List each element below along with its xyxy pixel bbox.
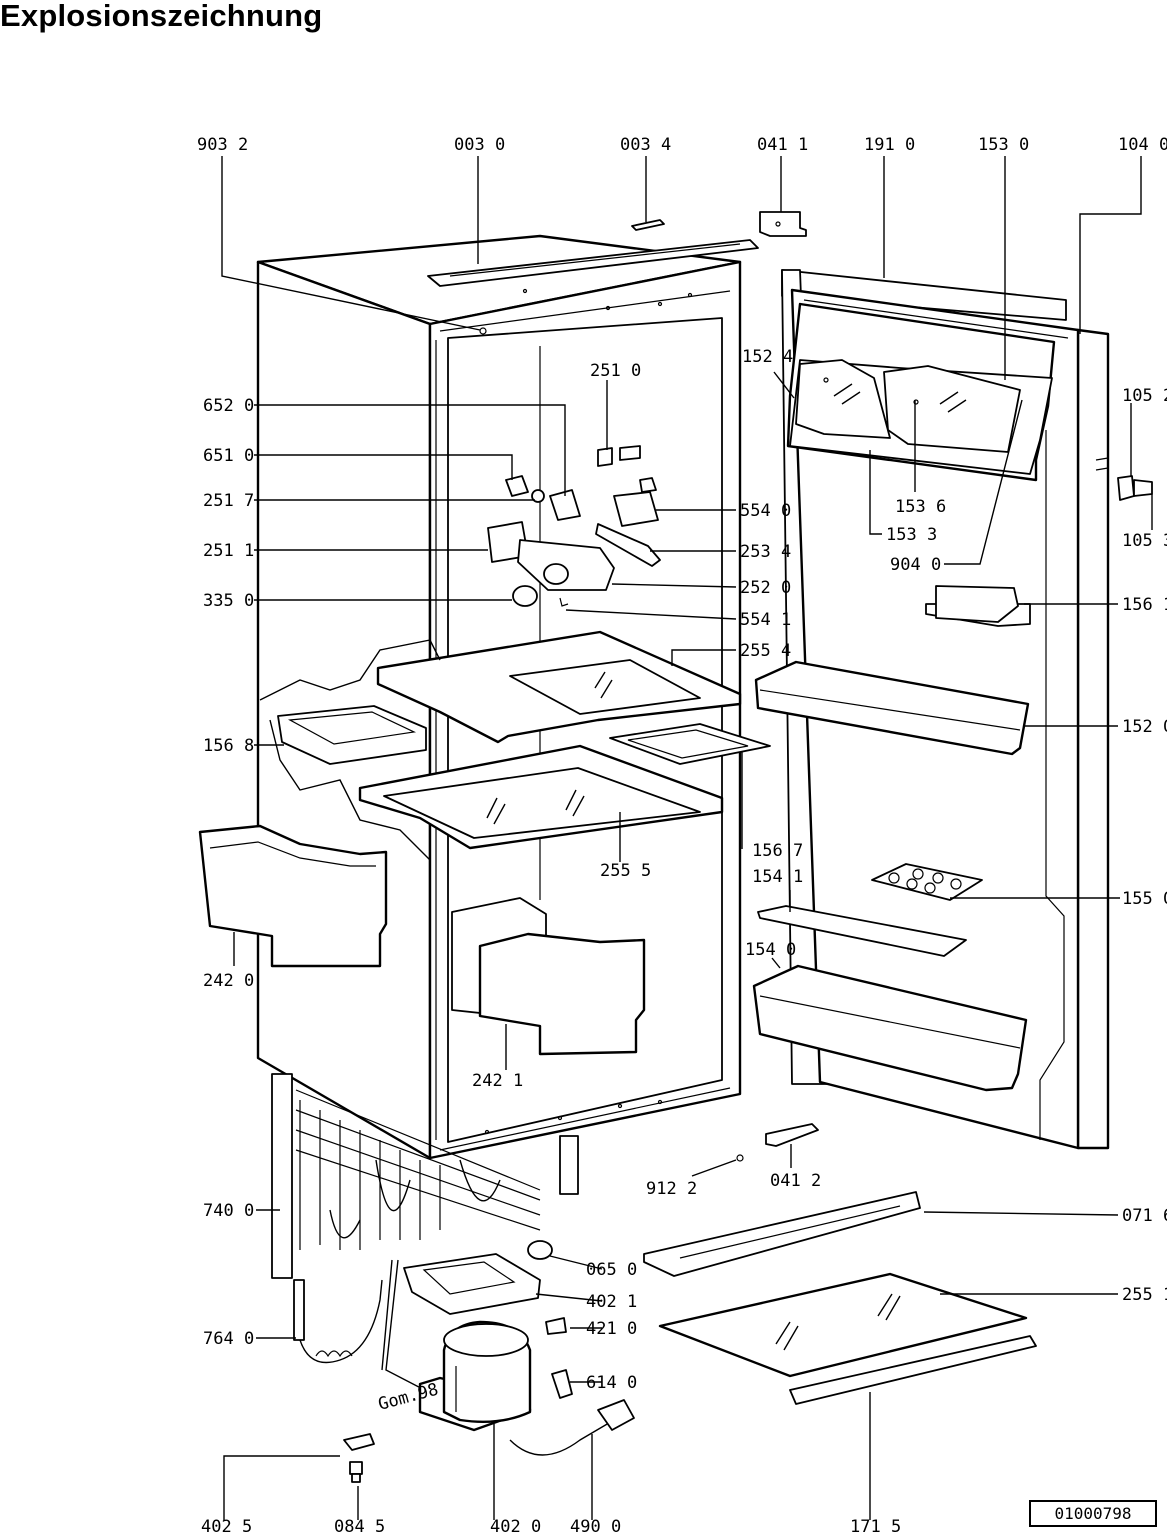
part-label: 154 0 bbox=[745, 940, 796, 960]
compressor-bracket bbox=[403, 1253, 541, 1315]
part-label: 105 3 bbox=[1122, 531, 1167, 551]
part-label: 041 2 bbox=[770, 1171, 821, 1191]
dairy-compartment bbox=[786, 302, 1056, 482]
part-label: 251 0 bbox=[590, 361, 641, 381]
part-label: 153 0 bbox=[978, 135, 1029, 155]
part-label: 065 0 bbox=[586, 1260, 637, 1280]
screw-part bbox=[479, 327, 487, 335]
door-bin-upper bbox=[754, 660, 1030, 756]
part-label: 252 0 bbox=[740, 578, 791, 598]
part-label: 903 2 bbox=[197, 135, 248, 155]
outer-crisper-bin bbox=[198, 824, 388, 968]
part-label: 614 0 bbox=[586, 1373, 637, 1393]
part-label: 084 5 bbox=[334, 1517, 385, 1533]
part-label: 003 0 bbox=[454, 135, 505, 155]
part-label: 071 6 bbox=[1122, 1206, 1167, 1226]
part-label: 335 0 bbox=[203, 591, 254, 611]
door-bin-lower bbox=[752, 964, 1028, 1092]
part-label: 764 0 bbox=[203, 1329, 254, 1349]
inner-crisper-bin bbox=[451, 897, 646, 1056]
part-label: 041 1 bbox=[757, 135, 808, 155]
part-label: 740 0 bbox=[203, 1201, 254, 1221]
rubber-foot bbox=[349, 1461, 363, 1483]
part-label: 156 8 bbox=[203, 736, 254, 756]
part-label: 191 0 bbox=[864, 135, 915, 155]
part-label: 253 4 bbox=[740, 542, 791, 562]
part-label: 154 1 bbox=[752, 867, 803, 887]
power-cable bbox=[509, 1399, 635, 1456]
part-label: 652 0 bbox=[203, 396, 254, 416]
capillary-tube bbox=[293, 1279, 383, 1364]
part-label: 156 7 bbox=[752, 841, 803, 861]
part-label: 255 5 bbox=[600, 861, 651, 881]
clip-small bbox=[343, 1433, 375, 1451]
part-label: 554 1 bbox=[740, 610, 791, 630]
part-label: 255 1 bbox=[1122, 1285, 1167, 1305]
part-label: 554 0 bbox=[740, 501, 791, 521]
part-label: 152 0 bbox=[1122, 717, 1167, 737]
clip-part bbox=[631, 219, 665, 231]
bottom-glass-plate bbox=[658, 1272, 1028, 1378]
leader-lines bbox=[221, 156, 1153, 1520]
control-unit bbox=[487, 445, 661, 607]
shallow-tray bbox=[609, 723, 771, 765]
front-trim-strip bbox=[789, 1335, 1037, 1405]
egg-tray bbox=[871, 863, 983, 901]
top-cover-strip bbox=[427, 239, 759, 287]
part-label: 255 4 bbox=[740, 641, 791, 661]
upper-glass-shelf bbox=[376, 630, 742, 744]
part-label: 402 0 bbox=[490, 1517, 541, 1533]
part-label: 912 2 bbox=[646, 1179, 697, 1199]
relay-part bbox=[545, 1317, 567, 1335]
part-label: 402 1 bbox=[586, 1292, 637, 1312]
part-label: 156 1 bbox=[1122, 595, 1167, 615]
part-label: 171 5 bbox=[850, 1517, 901, 1533]
part-label: 152 4 bbox=[742, 347, 793, 367]
part-label: 003 4 bbox=[620, 135, 671, 155]
part-label: 490 0 bbox=[570, 1517, 621, 1533]
part-label: 153 6 bbox=[895, 497, 946, 517]
part-label: 251 7 bbox=[203, 491, 254, 511]
part-label: 242 1 bbox=[472, 1071, 523, 1091]
part-label: 402 5 bbox=[201, 1517, 252, 1533]
part-label: 155 0 bbox=[1122, 889, 1167, 909]
bottle-rail bbox=[757, 905, 967, 957]
screw-part-lower bbox=[736, 1154, 744, 1162]
part-label: 105 2 bbox=[1122, 386, 1167, 406]
part-labels: 903 2 003 0 003 4 041 1 191 0 153 0 104 … bbox=[197, 135, 1167, 1533]
part-label: 651 0 bbox=[203, 446, 254, 466]
part-label: 104 0 bbox=[1118, 135, 1167, 155]
page-title: Explosionszeichnung bbox=[0, 0, 323, 33]
lower-glass-shelf bbox=[358, 744, 724, 850]
part-label: 904 0 bbox=[890, 555, 941, 575]
top-hinge bbox=[759, 211, 807, 237]
small-container bbox=[277, 705, 427, 765]
part-label: 251 1 bbox=[203, 541, 254, 561]
document-number: 01000798 bbox=[1029, 1500, 1157, 1527]
compressor bbox=[418, 1320, 532, 1432]
butter-dish bbox=[925, 585, 1031, 627]
capacitor bbox=[527, 1240, 553, 1260]
kick-plate bbox=[643, 1191, 921, 1277]
bottom-hinge bbox=[765, 1123, 819, 1147]
terminal-cover bbox=[551, 1369, 573, 1399]
part-label: 242 0 bbox=[203, 971, 254, 991]
part-label: 421 0 bbox=[586, 1319, 637, 1339]
part-label: 153 3 bbox=[886, 525, 937, 545]
